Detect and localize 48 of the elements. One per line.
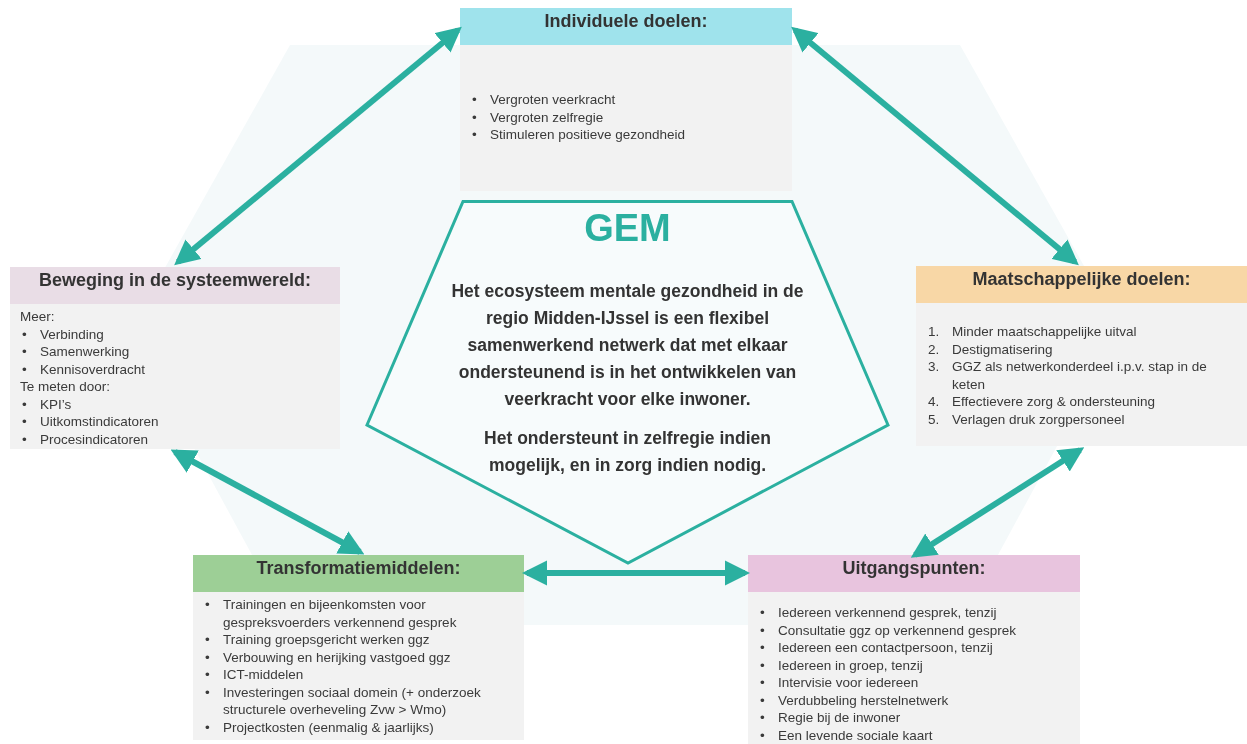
list-item: • Vergroten zelfregie — [471, 108, 605, 126]
card-heading: Individuele doelen: — [460, 8, 792, 45]
list-item: • Investeringen sociaal domein (+ onderzoek structurele overheveling Zvw > Wmo) — [204, 683, 482, 719]
list-item: 2. Destigmatisering — [927, 340, 1054, 358]
info-card — [748, 555, 1080, 744]
info-card — [10, 267, 340, 449]
info-card — [193, 555, 524, 740]
card-heading: Uitgangspunten: — [748, 555, 1080, 592]
list-item: • ICT-middelen — [204, 666, 305, 684]
list-item: • KPI’s — [21, 395, 73, 413]
card-heading: Transformatiemiddelen: — [193, 555, 524, 592]
list-item: 5. Verlagen druk zorgpersoneel — [927, 410, 1126, 428]
list-item: • Een levende sociale kaart — [759, 726, 934, 744]
list-item: 1. Minder maatschappelijke uitval — [927, 323, 1138, 341]
list-item: • Regie bij de inwoner — [759, 709, 902, 727]
list-item: • Vergroten veerkracht — [471, 91, 617, 109]
list-item: • Procesindicatoren — [21, 430, 150, 448]
list-item: • Uitkomstindicatoren — [21, 413, 160, 431]
list-item: • Trainingen en bijeenkomsten voor gespreksvoerders verkennend gesprek — [204, 596, 458, 631]
list-item: • Consultatie ggz op verkennend gesprek — [759, 621, 1017, 639]
list-item: • Training groepsgericht werken ggz — [204, 631, 431, 649]
list-item: • Kennisoverdracht — [21, 360, 147, 378]
card-heading: Beweging in de systeemwereld: — [10, 267, 340, 304]
pentagon-title: GEM — [583, 206, 672, 251]
list-heading: Te meten door: — [20, 378, 112, 396]
double-arrow — [791, 26, 1079, 266]
double-arrow — [174, 26, 462, 266]
list-item: • Stimuleren positieve gezondheid — [471, 126, 687, 144]
list-item: • Verbinding — [21, 325, 105, 343]
list-item: • Projectkosten (eenmalig & jaarlijks) — [204, 718, 435, 736]
list-item: • Samenwerking — [21, 343, 131, 361]
list-item: • Iedereen verkennend gesprek, tenzij — [759, 604, 998, 622]
double-arrow — [910, 447, 1085, 558]
list-item: • Iedereen een contactpersoon, tenzij — [759, 639, 994, 657]
list-heading: Meer: — [20, 308, 56, 326]
list-item: • Intervisie voor iedereen — [759, 674, 920, 692]
double-arrow — [170, 449, 365, 555]
info-card — [460, 8, 792, 191]
pentagon-paragraph: Het ecosysteem mentale gezondheid in de regio Midden-IJssel is een flexibel samenwerkend netwerk dat met elkaar ondersteunend is in het ontwikkelen van veerkracht voor elke inwoner. — [450, 280, 805, 411]
list-item: • Verbouwing en herijking vastgoed ggz — [204, 648, 452, 666]
double-arrow — [521, 560, 751, 586]
list-item: 4. Effectievere zorg & ondersteuning — [927, 393, 1157, 411]
list-item: • Iedereen in groep, tenzij — [759, 656, 924, 674]
card-heading: Maatschappelijke doelen: — [916, 266, 1247, 303]
info-card — [916, 266, 1247, 446]
pentagon-paragraph: Het ondersteunt in zelfregie indien mogelijk, en in zorg indien nodig. — [483, 427, 772, 477]
list-item: 3. GGZ als netwerkonderdeel i.p.v. stap in de keten — [927, 358, 1208, 393]
list-item: • Verdubbeling herstelnetwerk — [759, 691, 950, 709]
